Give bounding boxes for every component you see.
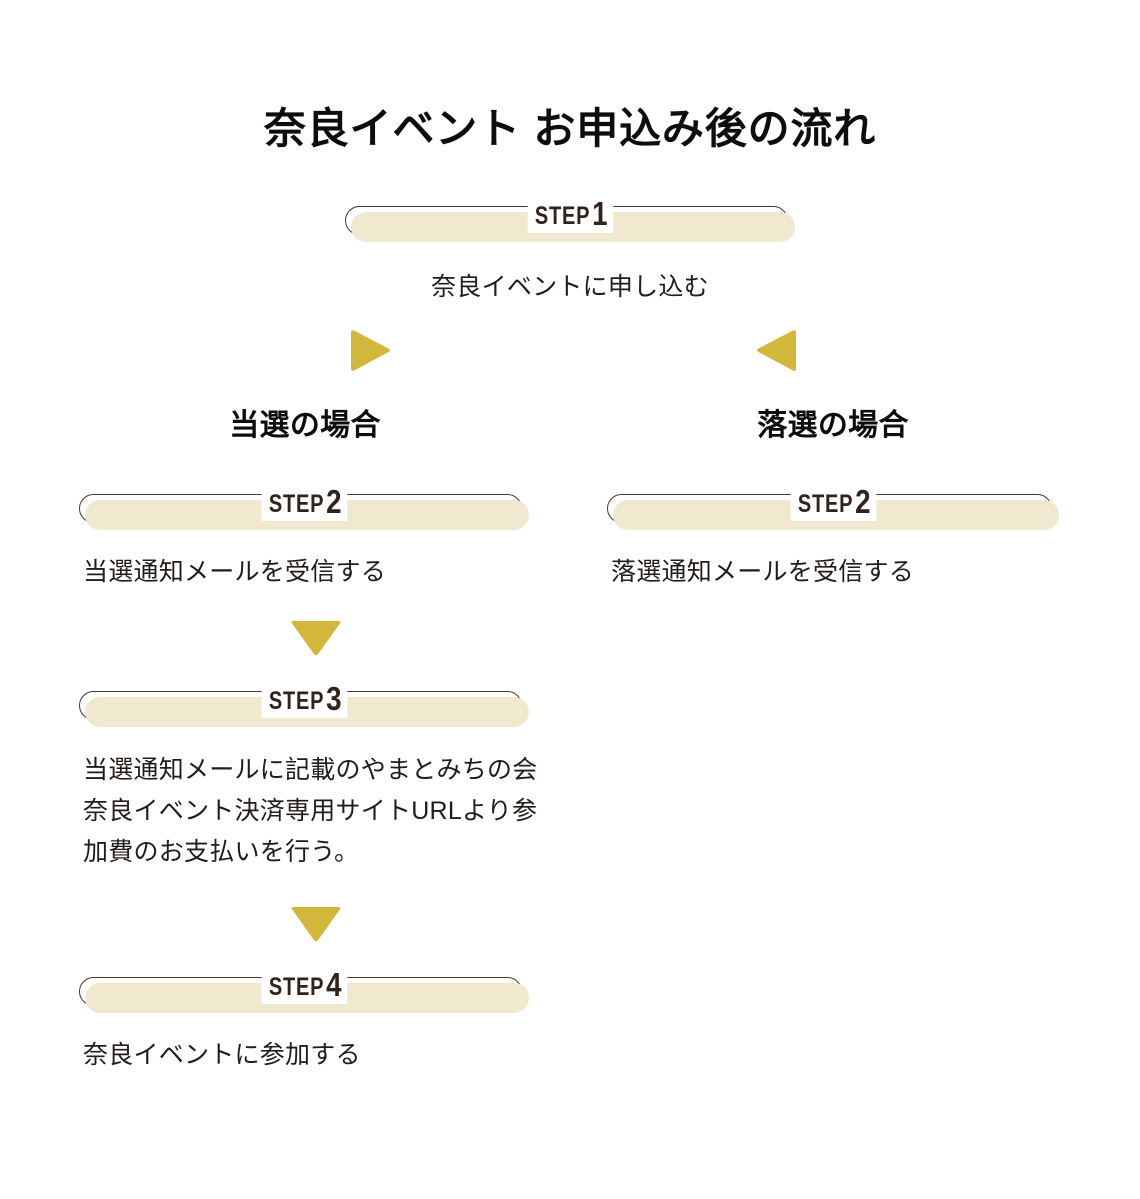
branch-right-heading: 落選の場合 [757,409,909,442]
branch-left-step-4-badge-fill [85,983,529,1013]
step-1-badge: STEP1 [345,197,795,242]
triangle-left-icon [752,326,804,376]
triangle-right-icon [343,326,395,376]
step-1-description: 奈良イベントに申し込む [431,273,709,301]
branch-left-step-4-description: 奈良イベントに参加する [83,1041,361,1069]
triangle-down-icon-1 [287,616,345,660]
triangle-down-icon-2 [287,902,345,946]
branch-left-step-2-badge-fill [85,500,529,530]
branch-left-step-2-description: 当選通知メールを受信する [83,558,387,586]
branch-left-step-3-badge: STEP3 [79,682,529,727]
branch-right-step-2-description: 落選通知メールを受信する [611,558,915,586]
branch-left-step-4-badge: STEP4 [79,968,529,1013]
step-1-badge-fill [351,212,795,242]
branch-right-step-2-badge: STEP2 [607,485,1059,530]
page-title: 奈良イベント お申込み後の流れ [263,105,877,152]
branch-right-step-2-badge-fill [613,500,1059,530]
branch-left-heading: 当選の場合 [229,409,381,442]
branch-left-step-2-badge: STEP2 [79,485,529,530]
branch-left-step-3-description: 当選通知メールに記載のやまとみちの会奈良イベント決済専用サイトURLより参加費の… [83,756,538,866]
branch-left-step-3-badge-fill [85,697,529,727]
